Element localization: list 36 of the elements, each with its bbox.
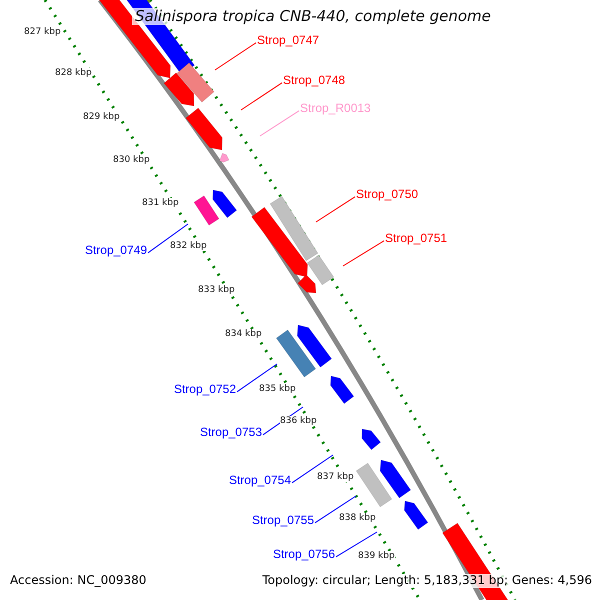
leader-line [342,240,384,266]
scale-label: 838 kbp [339,513,376,524]
gene-label: Strop_R0013 [300,102,371,116]
leader-line [292,454,334,484]
scale-label: 833 kbp [198,285,235,296]
scale-label: 827 kbp [24,27,61,38]
leader-line [336,532,378,558]
scale-label: 831 kbp [142,198,179,208]
leader-line [260,110,300,136]
gene-label: Strop_0750 [356,188,418,202]
gene-label: Strop_0755 [252,514,314,528]
gene-label: Strop_0754 [228,474,291,488]
gene-label: Strop_0748 [283,74,346,88]
footer-text: Topology: circular; Length: 5,183,331 bp; Genes: 4,596 [260,574,594,588]
scale-label: 835 kbp [259,384,296,394]
footer-text: Accession: NC_009380 [8,574,148,588]
scale-label: 829 kbp [83,112,120,122]
gene-label: Strop_0749 [84,244,147,258]
scale-label: 837 kbp [317,472,354,482]
gene-label: Strop_0747 [257,34,320,48]
gene-label: Strop_0751 [385,232,448,246]
leader-line [316,196,356,222]
gene-label: Strop_0753 [200,426,262,440]
scale-label: 834 kbp [225,329,262,340]
scale-label: 836 kbp [280,416,317,426]
leader-line [240,82,282,110]
leader-line [148,224,188,254]
leader-line [236,364,278,392]
scale-label: 830 kbp [113,155,150,166]
scale-label: 832 kbp [170,241,207,252]
leader-line [314,496,356,524]
scale-label: 839 kbp [358,551,395,562]
leader-line [214,42,256,70]
gene-label: Strop_0756 [272,548,335,562]
gene-label: Strop_0752 [174,383,236,397]
scale-label: 828 kbp [55,68,92,78]
